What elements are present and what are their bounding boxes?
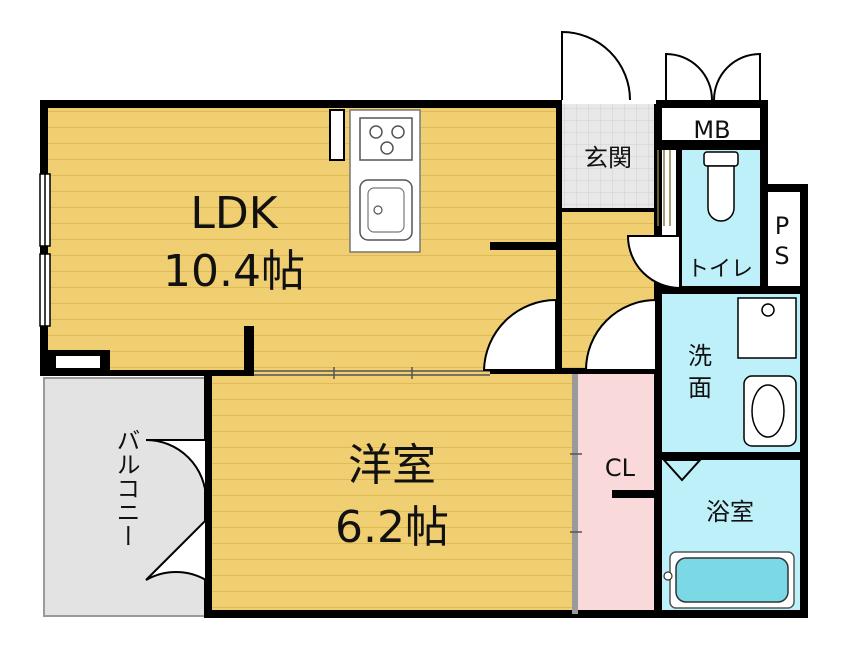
- bathtub: [663, 551, 795, 609]
- western-room-size: 6.2帖: [335, 502, 449, 553]
- entrance-step: [657, 150, 671, 226]
- walls: [40, 100, 808, 618]
- doors: [145, 30, 761, 582]
- kitchen-counter: [329, 109, 421, 253]
- sliding-partition: [254, 367, 490, 379]
- meter-box-label: MB: [693, 116, 730, 144]
- closet-label: CL: [605, 454, 636, 482]
- western-room-floor: [210, 372, 578, 614]
- toilet-label: トイレ: [687, 257, 753, 282]
- balcony-label: バルコニー: [112, 428, 140, 548]
- meter-box-frame: [664, 108, 760, 140]
- windows: [39, 173, 51, 327]
- washing-machine-pan: [737, 297, 797, 359]
- bathroom-label: 浴室: [706, 498, 754, 526]
- ldk-label: LDK: [190, 188, 278, 239]
- washbasin: [743, 375, 797, 447]
- balcony-floor: [43, 377, 211, 617]
- pipe-space-floor: [764, 190, 802, 286]
- pipe-space-label-s: S: [774, 242, 789, 270]
- washroom-label-top: 洗: [688, 342, 712, 370]
- entrance-label: 玄関: [584, 144, 632, 172]
- ldk-size: 10.4帖: [163, 246, 305, 297]
- washroom-label-bottom: 面: [688, 374, 712, 402]
- pipe-space-label-p: P: [775, 212, 789, 240]
- entrance-floor: [560, 104, 658, 210]
- ldk-floor: [46, 104, 558, 372]
- closet-rail: [570, 453, 582, 533]
- toilet-fixture: [703, 151, 739, 222]
- western-room-label: 洋室: [348, 440, 436, 491]
